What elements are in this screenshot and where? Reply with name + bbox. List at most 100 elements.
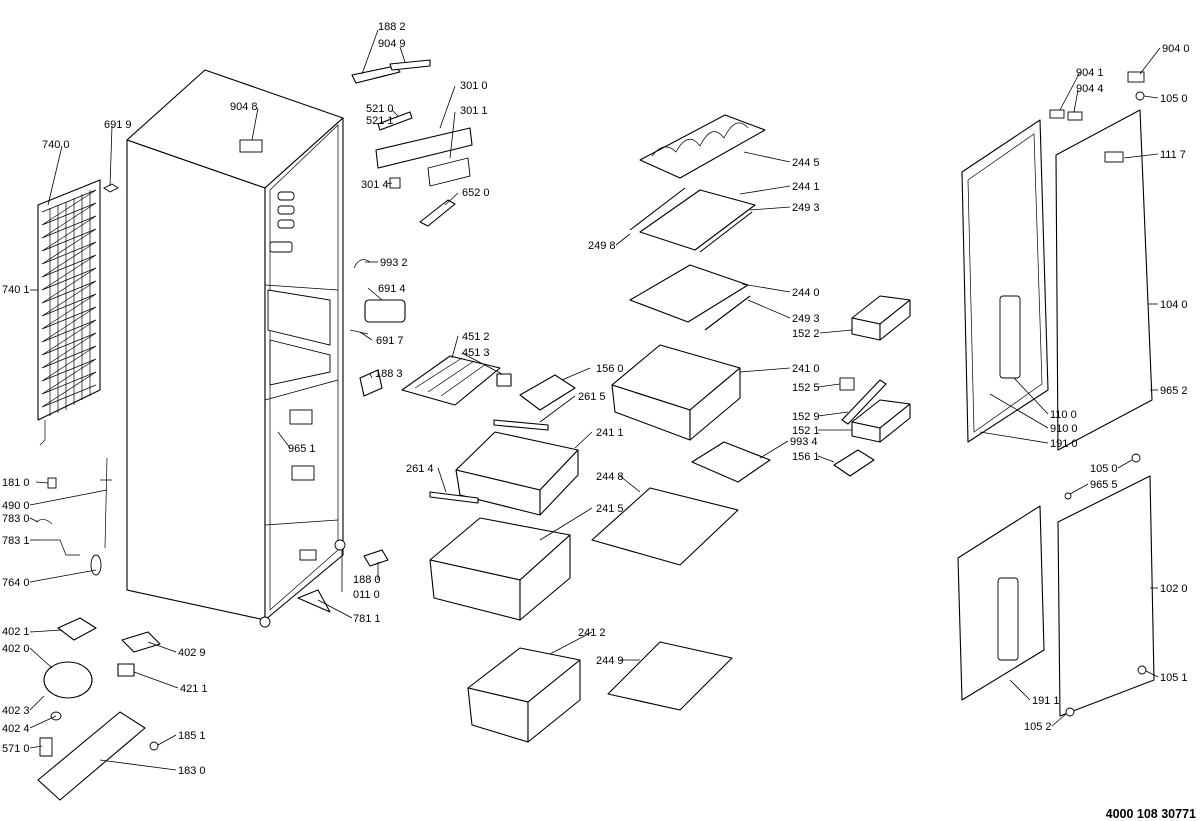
callout: 241 5 (596, 503, 624, 515)
callout: 451 3 (462, 347, 490, 359)
callout: 156 0 (596, 363, 624, 375)
callout: 402 9 (178, 647, 206, 659)
egg-tray-9934 (691, 441, 771, 483)
bin-1522 (851, 295, 911, 341)
part-4513 (496, 373, 512, 387)
callout: 904 9 (378, 38, 406, 50)
callout: 244 1 (792, 181, 820, 193)
upper-door (961, 109, 1153, 451)
part-1851 (149, 741, 159, 751)
lower-door (957, 475, 1155, 717)
part-9932 (353, 259, 371, 269)
callout: 740 1 (2, 284, 30, 296)
compressor (43, 661, 93, 699)
callout: 571 0 (2, 743, 30, 755)
callout: 185 1 (178, 730, 206, 742)
callout: 188 0 (353, 574, 381, 586)
part-1051 (1137, 665, 1147, 675)
callout: 241 1 (596, 427, 624, 439)
callout: 244 8 (596, 471, 624, 483)
callout: 249 8 (588, 240, 616, 252)
callout: 781 1 (353, 613, 381, 625)
part-7811 (297, 589, 331, 613)
part-6917 (349, 329, 369, 335)
callout: 104 0 (1160, 299, 1188, 311)
part-6914 (364, 299, 406, 323)
callout: 904 0 (1162, 43, 1190, 55)
part-3011 (427, 157, 471, 187)
callout: 490 0 (2, 500, 30, 512)
part-1525 (839, 377, 855, 391)
leader-lines (29, 29, 1161, 771)
callout: 241 0 (792, 363, 820, 375)
callout: 904 4 (1076, 83, 1104, 95)
callout: 105 2 (1024, 721, 1052, 733)
callout: 965 5 (1090, 479, 1118, 491)
callout: 105 0 (1090, 463, 1118, 475)
callout: 764 0 (2, 577, 30, 589)
callout: 904 8 (230, 101, 258, 113)
callout: 011 0 (353, 589, 380, 601)
part-7831 (40, 539, 80, 556)
drawer-2415 (429, 517, 571, 621)
trim-2493b (704, 295, 751, 331)
callout: 188 3 (375, 368, 403, 380)
part-1810 (47, 477, 57, 489)
callout: 191 1 (1032, 695, 1060, 707)
callout: 110 0 (1050, 409, 1077, 421)
callout: 191 0 (1050, 438, 1078, 450)
callout: 402 1 (2, 626, 30, 638)
callout: 244 0 (792, 287, 820, 299)
callout-labels: 188 2 904 9 301 0 904 8 521 0 521 1 301 … (2, 21, 1190, 777)
part-1883 (359, 369, 383, 397)
callout: 261 5 (578, 391, 606, 403)
callout: 111 7 (1160, 149, 1186, 161)
callout: 402 0 (2, 643, 30, 655)
callout: 244 5 (792, 157, 820, 169)
part-7640 (90, 554, 102, 576)
ice-tray-1560 (519, 374, 576, 411)
callout: 301 1 (460, 105, 488, 117)
callout: 188 2 (378, 21, 406, 33)
part-9040 (1127, 71, 1145, 83)
callout: 261 4 (406, 463, 434, 475)
callout: 521 1 (366, 115, 394, 127)
callout: 301 0 (460, 80, 488, 92)
callout: 691 9 (104, 119, 132, 131)
callout: 402 3 (2, 705, 30, 717)
part-4211 (117, 663, 135, 677)
callout: 402 4 (2, 723, 30, 735)
callout: 181 0 (2, 477, 30, 489)
drawer-2410 (611, 344, 741, 441)
part-5710 (39, 737, 53, 757)
base-plate (37, 711, 146, 801)
part-9049 (389, 59, 431, 71)
callout: 105 0 (1160, 93, 1188, 105)
callout: 105 1 (1160, 672, 1188, 684)
callout: 965 2 (1160, 385, 1188, 397)
part-9044 (1067, 111, 1083, 121)
callout: 691 7 (376, 335, 404, 347)
callout: 904 1 (1076, 67, 1104, 79)
part-4021 (57, 617, 97, 641)
part-7830 (35, 519, 53, 525)
part-9655 (1064, 492, 1072, 500)
part-6520 (419, 199, 456, 227)
callout: 993 2 (380, 257, 408, 269)
glass-shelf-2440 (629, 264, 749, 323)
glass-shelf-2441 (639, 189, 756, 251)
wine-rack (639, 114, 766, 179)
part-2615 (493, 419, 549, 431)
callout: 652 0 (462, 187, 490, 199)
part-1052 (1065, 707, 1075, 717)
callout: 783 0 (2, 513, 30, 525)
callout: 156 1 (792, 451, 820, 463)
egg-tray-1561 (833, 449, 875, 477)
part-1050a (1135, 91, 1145, 101)
part-5210 (377, 111, 413, 131)
callout: 244 9 (596, 655, 624, 667)
part-2614 (429, 491, 479, 504)
callout: 993 4 (790, 436, 818, 448)
callout: 183 0 (178, 765, 206, 777)
